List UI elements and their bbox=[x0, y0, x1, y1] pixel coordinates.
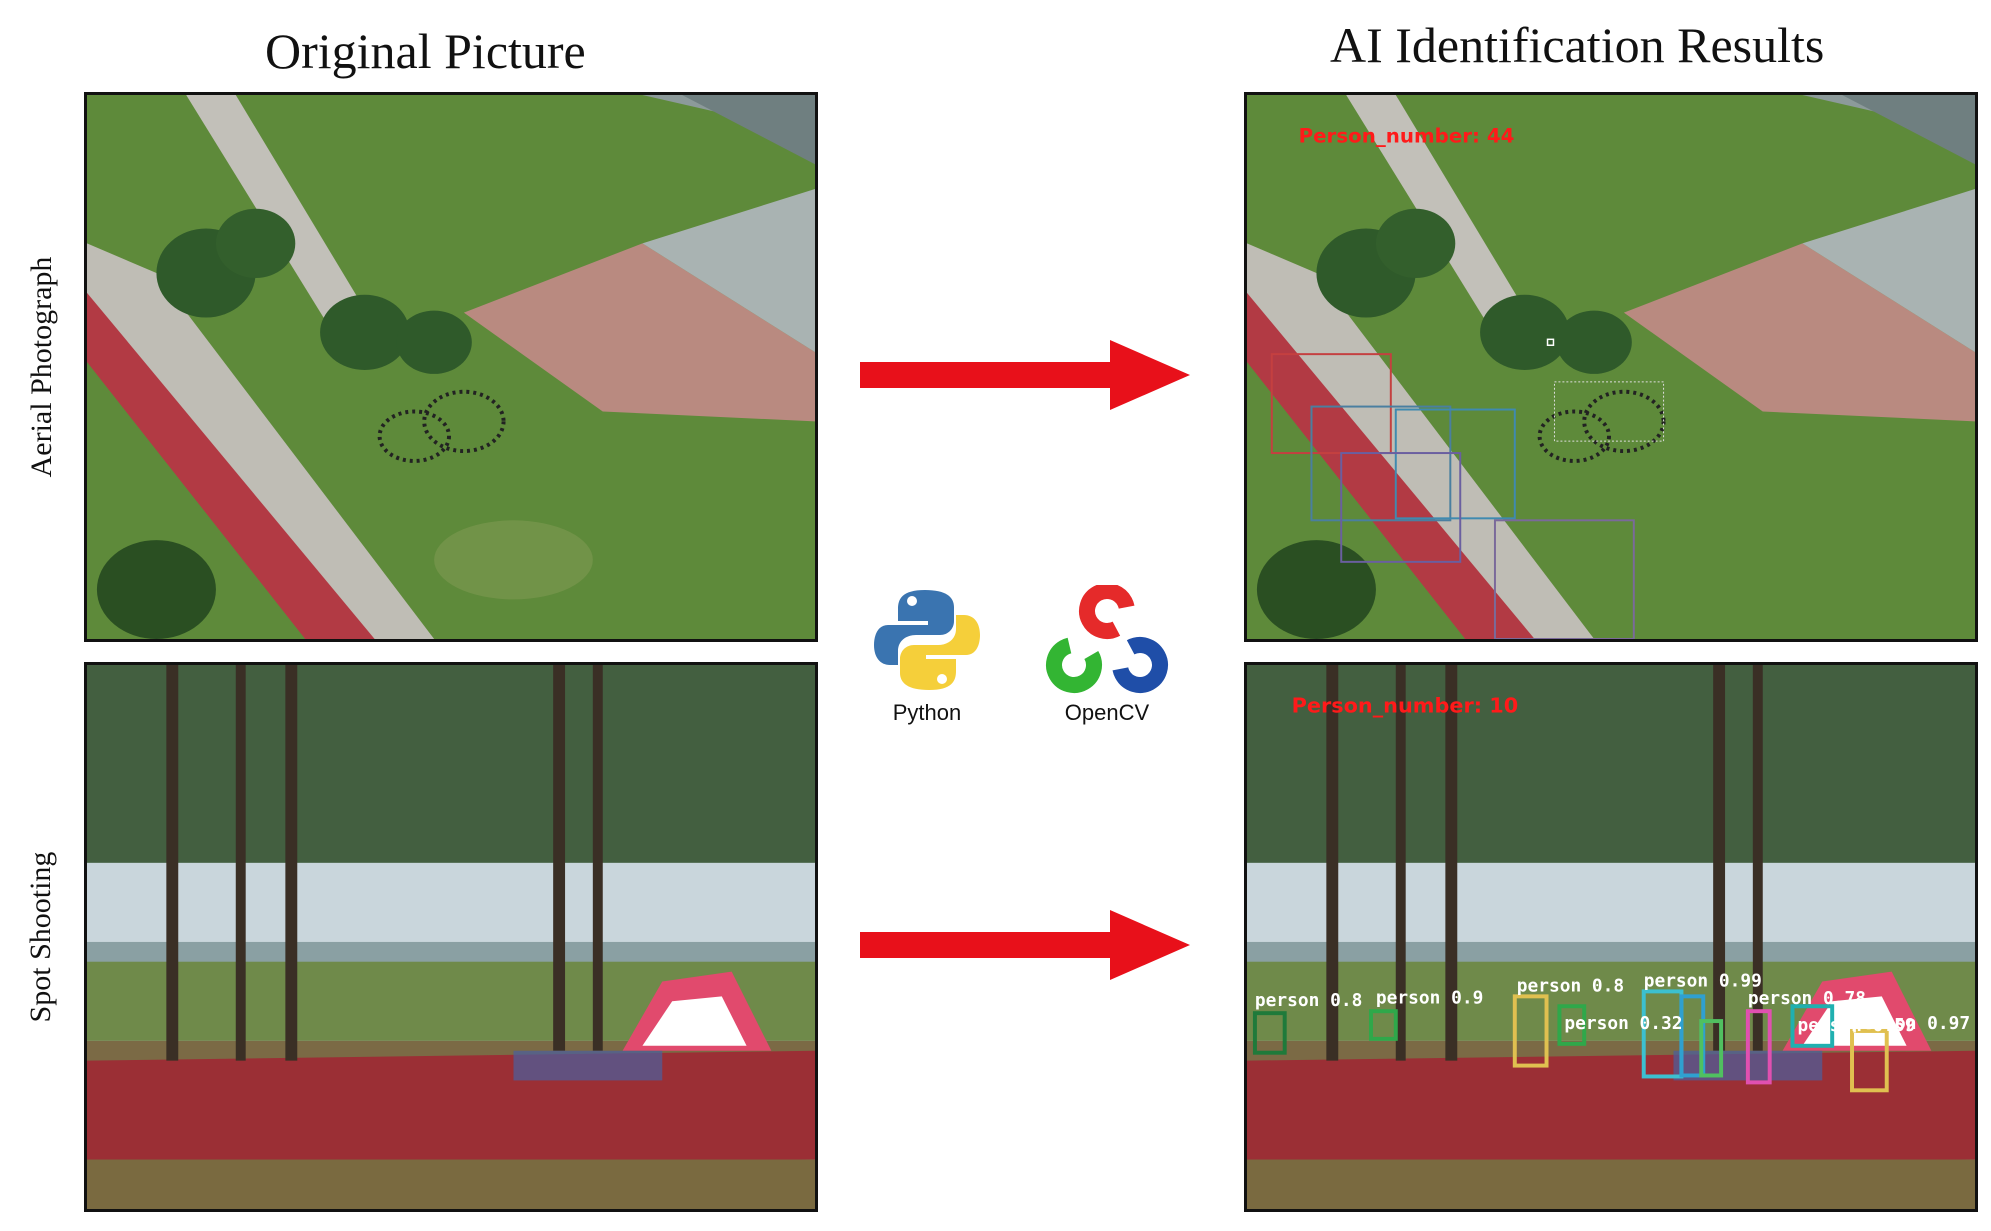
detection-label: person 0.97 bbox=[1852, 1013, 1970, 1034]
opencv-logo: OpenCV bbox=[1042, 583, 1172, 735]
detection-label: person 0.32 bbox=[1564, 1013, 1682, 1034]
spot-result-photo: Person_number: 10 person 0.8 person 0.9 pe… bbox=[1244, 662, 1978, 1212]
detection-label: person 0.8 bbox=[1255, 990, 1362, 1011]
python-logo: Python bbox=[872, 585, 982, 735]
spot-person-count: Person_number: 10 bbox=[1292, 694, 1519, 718]
detection-label: person 0.8 bbox=[1517, 975, 1624, 996]
opencv-label: OpenCV bbox=[1064, 700, 1150, 725]
spot-shooting-label: Spot Shooting bbox=[24, 851, 57, 1023]
spot-original-photo bbox=[84, 662, 818, 1212]
detection-label: person 0.9 bbox=[1376, 987, 1483, 1008]
python-label: Python bbox=[892, 700, 962, 725]
aerial-photograph-label: Aerial Photograph bbox=[25, 256, 58, 478]
ai-identification-results-title: AI Identification Results bbox=[1330, 17, 1825, 73]
python-icon bbox=[874, 590, 980, 690]
bottom-arrow bbox=[860, 910, 1190, 980]
detection-label: person 0.99 bbox=[1644, 970, 1762, 991]
aerial-person-count: Person_number: 44 bbox=[1299, 125, 1515, 148]
detection-label: person 0.59 bbox=[1797, 1015, 1915, 1036]
opencv-icon bbox=[1046, 583, 1168, 693]
aerial-result-photo: Person_number: 44 bbox=[1244, 92, 1978, 642]
original-picture-title: Original Picture bbox=[265, 23, 586, 79]
aerial-original-photo bbox=[84, 92, 818, 642]
top-arrow bbox=[860, 340, 1190, 410]
detection-label: person 0.78 bbox=[1748, 988, 1866, 1009]
